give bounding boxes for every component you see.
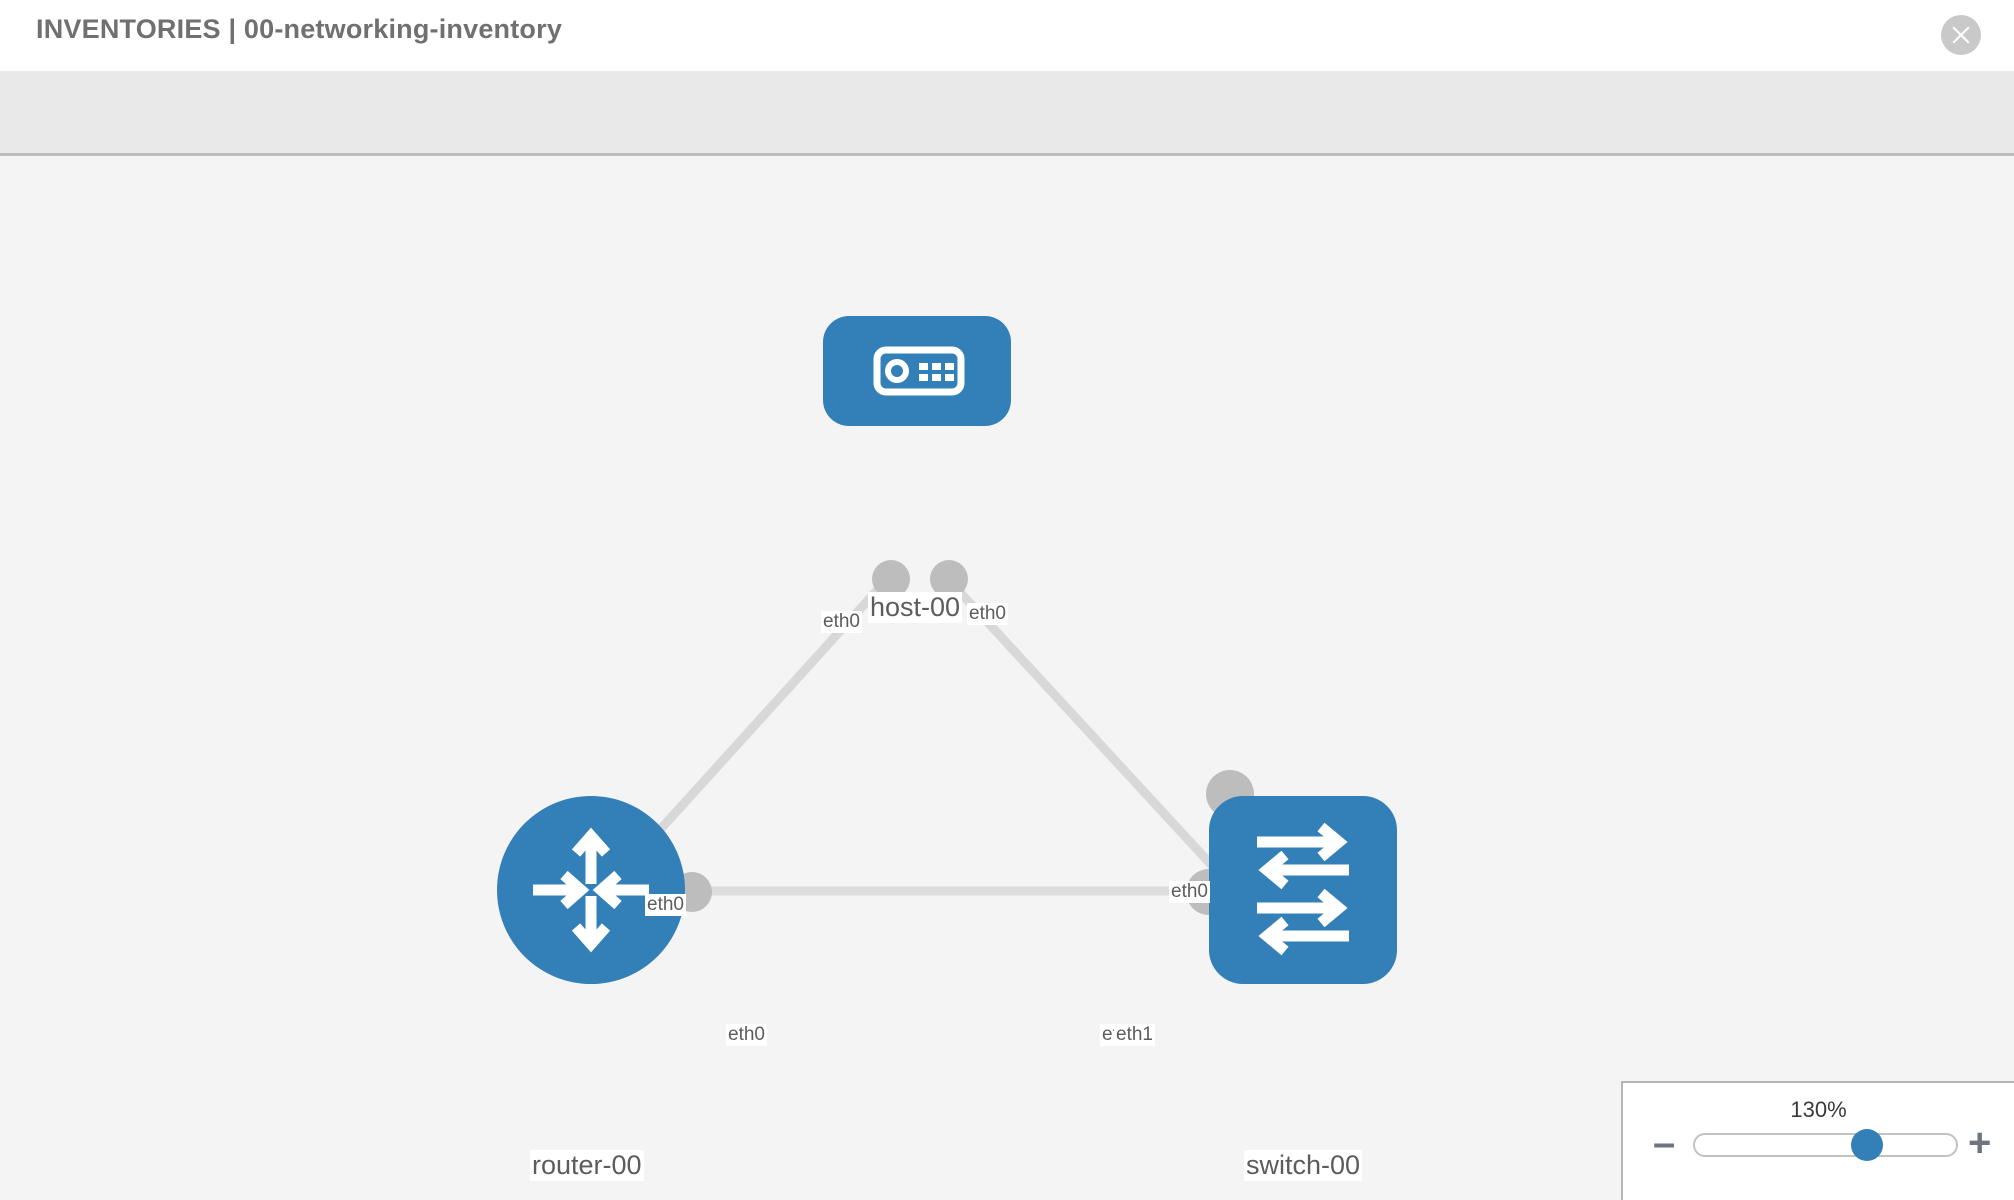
zoom-slider-thumb[interactable] (1851, 1129, 1884, 1161)
node-router-00-shape (497, 796, 685, 984)
topology-canvas[interactable]: host-00 (0, 156, 2014, 1200)
router-arrows-icon (533, 827, 649, 953)
server-appliance-icon (873, 346, 965, 396)
link-host-switch (941, 572, 1244, 900)
zoom-percent-label: 130% (1790, 1097, 1847, 1122)
node-host-00-label: host-00 (868, 592, 963, 623)
node-router-00-label: router-00 (530, 1150, 644, 1181)
zoom-out-button[interactable]: – (1653, 1121, 1676, 1165)
iface-label-router-right-eth0: eth0 (726, 1024, 767, 1046)
page-title: INVENTORIES | 00-networking-inventory (36, 14, 563, 44)
node-host-00[interactable] (823, 316, 1011, 426)
connector-host-left[interactable] (872, 560, 910, 598)
topology-graph: host-00 (0, 156, 2014, 1200)
iface-label-host-left-eth0: eth0 (821, 611, 862, 633)
close-icon[interactable] (1941, 15, 1981, 55)
iface-label-switch-up-eth0: eth0 (1169, 881, 1210, 903)
zoom-slider-track[interactable] (1693, 1133, 1958, 1157)
node-host-00-shape (823, 316, 1011, 426)
toolbar: ACTIONS SEARCH (0, 71, 2014, 211)
switch-arrows-icon (1257, 822, 1349, 956)
node-switch-00-label: switch-00 (1244, 1150, 1363, 1181)
iface-label-switch-left-eth1: eth1 (1114, 1024, 1155, 1046)
node-switch-00-shape (1209, 796, 1397, 984)
zoom-in-button[interactable]: + (1968, 1121, 1992, 1165)
node-router-00[interactable] (497, 796, 685, 984)
page-header: INVENTORIES | 00-networking-inventory (0, 0, 2014, 71)
topology-links (596, 572, 1244, 900)
node-switch-00[interactable] (1209, 796, 1397, 984)
connector-host-right[interactable] (930, 560, 968, 598)
iface-label-router-up-eth0: eth0 (645, 894, 686, 916)
iface-label-host-right-eth0: eth0 (967, 603, 1008, 625)
zoom-control-panel: 130% – + (1621, 1081, 2014, 1200)
